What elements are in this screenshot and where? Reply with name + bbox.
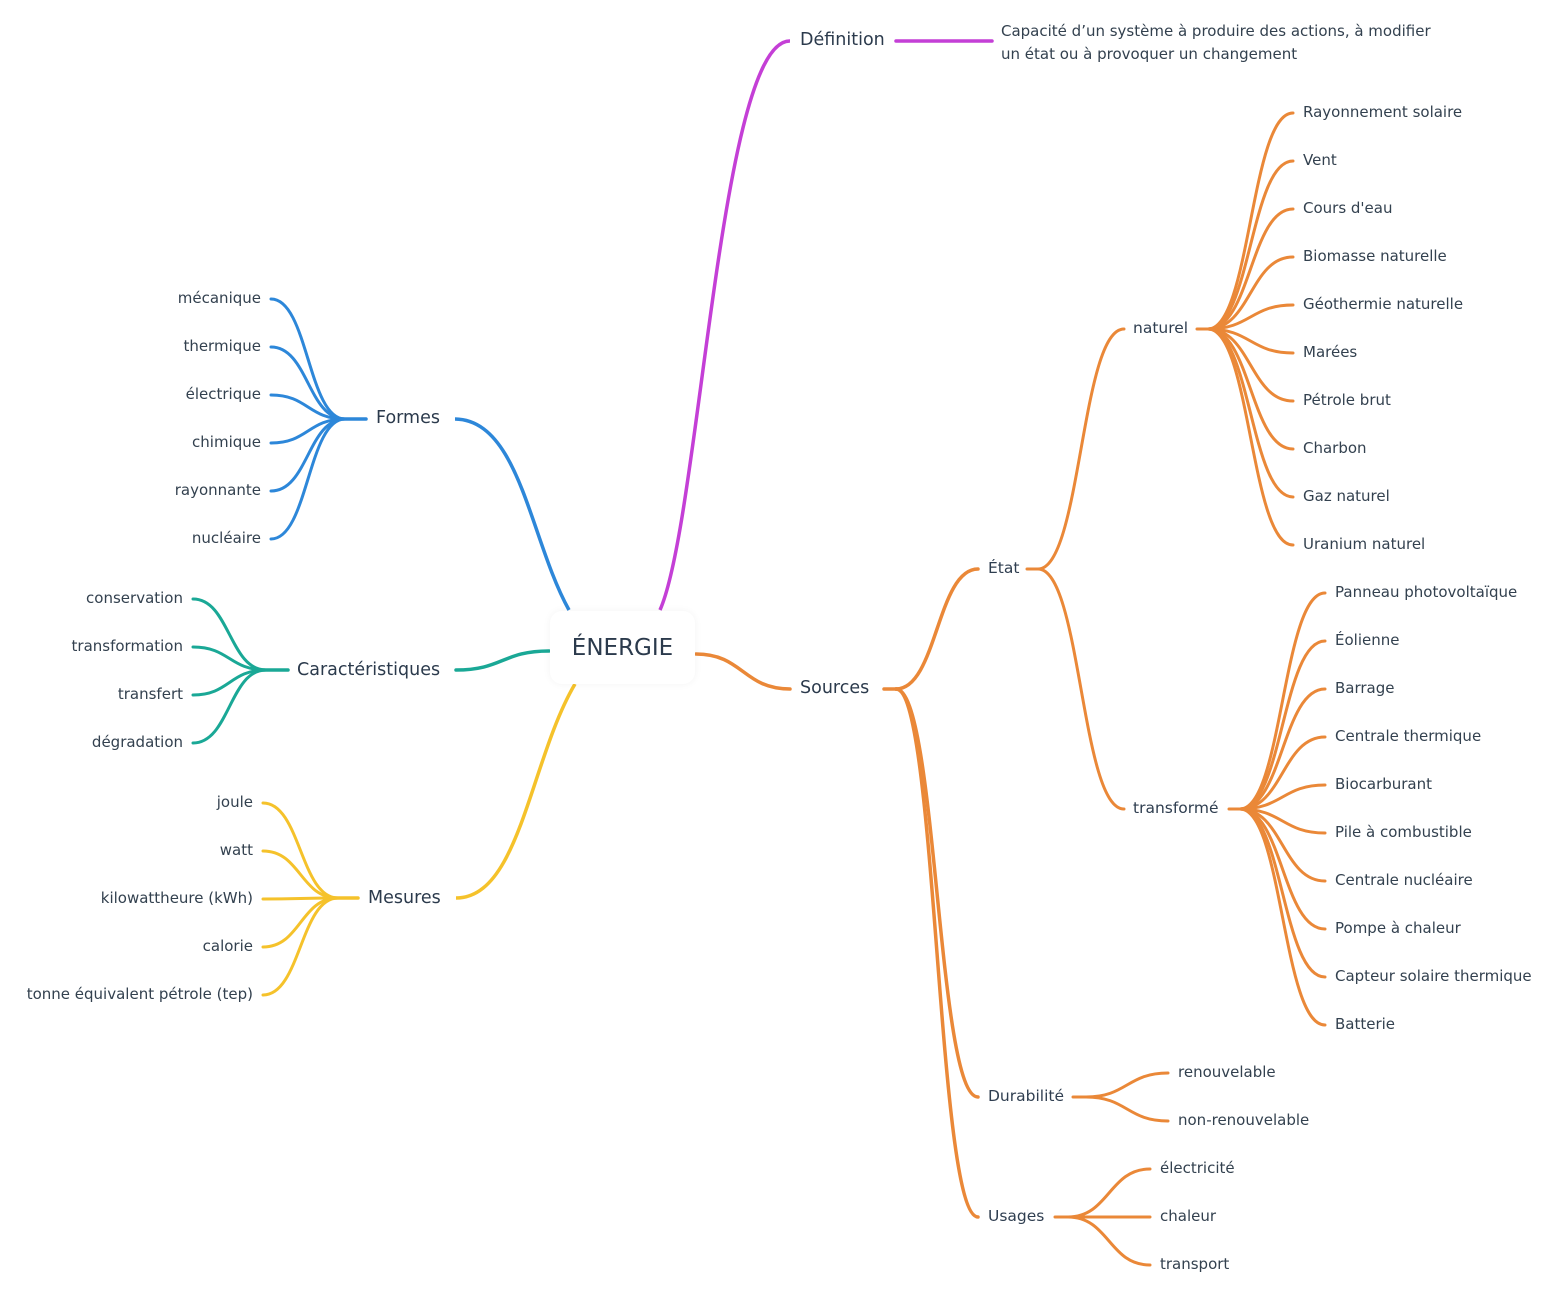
edge-mesure-leaf: [261, 801, 340, 900]
leaf-usage[interactable]: chaleur: [1160, 1207, 1217, 1225]
leaf-caracteristique[interactable]: dégradation: [91, 733, 183, 751]
leaf-naturel[interactable]: Gaz naturel: [1303, 487, 1390, 505]
edge-naturel-leaf: [1206, 207, 1295, 331]
branch-caracteristiques[interactable]: Caractéristiques: [297, 660, 441, 680]
edge-transforme-leaf: [1238, 783, 1327, 811]
edge-forme-leaf: [269, 417, 347, 541]
node-usages[interactable]: Usages: [988, 1207, 1045, 1225]
leaf-caracteristique[interactable]: transfert: [117, 685, 183, 703]
branch-sources[interactable]: Sources: [800, 678, 870, 698]
edge-etat-transforme: [1036, 567, 1126, 811]
leaf-naturel[interactable]: Pétrole brut: [1303, 391, 1391, 409]
node-naturel[interactable]: naturel: [1133, 319, 1189, 337]
edge-transforme-leaf: [1238, 735, 1327, 811]
edge-transforme-leaf: [1238, 687, 1327, 811]
edge-carac-leaf: [191, 668, 268, 745]
definition-text-line-2: un état ou à provoquer un changement: [1001, 45, 1298, 63]
leaf-naturel[interactable]: Charbon: [1303, 439, 1367, 457]
edge-root-mesures: [455, 683, 577, 900]
edge-sources-usages: [894, 687, 980, 1219]
edge-transforme-leaf: [1238, 807, 1327, 1027]
root-label: ÉNERGIE: [571, 634, 674, 661]
edge-usage-leaf: [1066, 1167, 1152, 1219]
leaf-mesure[interactable]: joule: [216, 793, 253, 811]
definition-text-line-1: Capacité d’un système à produire des act…: [1001, 22, 1431, 40]
leaf-caracteristique[interactable]: conservation: [86, 589, 183, 607]
leaf-forme[interactable]: thermique: [183, 337, 261, 355]
edge-root-caracteristiques: [454, 649, 551, 672]
edge-naturel-leaf: [1206, 255, 1295, 331]
branch-formes[interactable]: Formes: [376, 408, 440, 428]
edge-durabilite-leaf: [1084, 1095, 1170, 1123]
leaf-mesure[interactable]: kilowattheure (kWh): [100, 889, 253, 907]
edge-root-formes: [454, 417, 571, 611]
leaf-naturel[interactable]: Rayonnement solaire: [1303, 103, 1463, 121]
leaf-transforme[interactable]: Capteur solaire thermique: [1335, 967, 1532, 985]
leaf-naturel[interactable]: Uranium naturel: [1303, 535, 1426, 553]
leaf-transforme[interactable]: Centrale thermique: [1335, 727, 1482, 745]
node-etat[interactable]: État: [988, 559, 1020, 577]
edge-naturel-leaf: [1206, 327, 1295, 547]
leaf-naturel[interactable]: Cours d'eau: [1303, 199, 1393, 217]
leaf-naturel[interactable]: Vent: [1303, 151, 1337, 169]
edge-root-sources: [694, 652, 792, 691]
root-node[interactable]: ÉNERGIE: [550, 611, 695, 684]
edge-transforme-leaf: [1238, 639, 1327, 811]
leaf-transforme[interactable]: Barrage: [1335, 679, 1395, 697]
leaf-transforme[interactable]: Pompe à chaleur: [1335, 919, 1461, 937]
leaf-mesure[interactable]: calorie: [202, 937, 253, 955]
node-durabilite[interactable]: Durabilité: [988, 1087, 1065, 1105]
leaf-forme[interactable]: électrique: [185, 385, 261, 403]
leaf-naturel[interactable]: Marées: [1303, 343, 1358, 361]
edge-etat-naturel: [1036, 327, 1126, 571]
branch-definition[interactable]: Définition: [800, 30, 885, 50]
leaf-transforme[interactable]: Biocarburant: [1335, 775, 1433, 793]
leaf-forme[interactable]: rayonnante: [174, 481, 261, 499]
edge-carac-leaf: [191, 597, 268, 672]
edge-root-definition: [658, 39, 791, 611]
leaf-transforme[interactable]: Centrale nucléaire: [1335, 871, 1473, 889]
leaf-mesure[interactable]: tonne équivalent pétrole (tep): [26, 985, 253, 1003]
edge-usage-leaf: [1066, 1215, 1152, 1267]
leaf-transforme[interactable]: Panneau photovoltaïque: [1335, 583, 1518, 601]
leaf-usage[interactable]: électricité: [1160, 1159, 1235, 1177]
leaf-forme[interactable]: chimique: [192, 433, 261, 451]
leaf-usage[interactable]: transport: [1160, 1255, 1230, 1273]
edge-naturel-leaf: [1206, 111, 1295, 331]
node-transforme[interactable]: transformé: [1133, 799, 1219, 817]
branch-mesures[interactable]: Mesures: [368, 888, 441, 908]
edge-forme-leaf: [269, 345, 347, 421]
edge-transforme-leaf: [1238, 591, 1327, 811]
edge-forme-leaf: [269, 297, 347, 421]
edge-sources-etat: [894, 567, 980, 691]
leaf-naturel[interactable]: Géothermie naturelle: [1303, 295, 1464, 313]
edge-transforme-leaf: [1238, 807, 1327, 979]
leaf-durabilite[interactable]: renouvelable: [1178, 1063, 1276, 1081]
edge-mesure-leaf: [261, 896, 340, 997]
leaf-mesure[interactable]: watt: [219, 841, 253, 859]
leaf-naturel[interactable]: Biomasse naturelle: [1303, 247, 1447, 265]
definition-text: Capacité d’un système à produire des act…: [1001, 20, 1461, 66]
leaf-forme[interactable]: nucléaire: [191, 529, 261, 547]
edge-mesure-leaf: [261, 896, 340, 949]
leaf-durabilite[interactable]: non-renouvelable: [1178, 1111, 1310, 1129]
leaf-caracteristique[interactable]: transformation: [71, 637, 183, 655]
edge-durabilite-leaf: [1084, 1071, 1170, 1099]
leaf-transforme[interactable]: Batterie: [1335, 1015, 1396, 1033]
edge-naturel-leaf: [1206, 159, 1295, 331]
edge-naturel-leaf: [1206, 303, 1295, 331]
edge-naturel-leaf: [1206, 327, 1295, 499]
edge-sources-durabilite: [894, 687, 980, 1099]
leaf-transforme[interactable]: Pile à combustible: [1335, 823, 1472, 841]
edge-mesure-leaf: [261, 849, 340, 900]
leaf-transforme[interactable]: Éolienne: [1335, 631, 1400, 649]
leaf-forme[interactable]: mécanique: [177, 289, 261, 307]
